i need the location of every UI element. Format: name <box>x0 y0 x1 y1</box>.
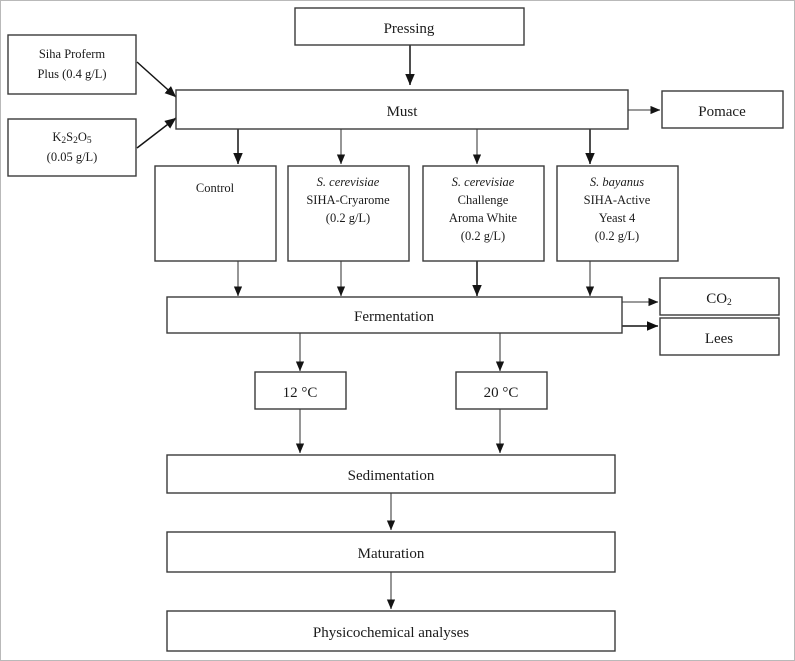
node-analyses-box <box>166 610 616 652</box>
node-byproduct-co2[interactable]: CO2 <box>659 277 780 316</box>
node-treatment-bayanus-box <box>556 165 679 262</box>
node-additive-siha-line1: Siha Proferm <box>39 47 106 61</box>
node-temp-low[interactable]: 12 °C <box>254 371 347 410</box>
node-treatment-bayanus[interactable]: S. bayanus SIHA-Active Yeast 4 (0.2 g/L) <box>556 165 679 262</box>
node-treatment-control-label: Control <box>196 181 235 195</box>
node-additive-k2s2o5-formula: K2S2O5 <box>52 130 92 146</box>
node-treatment-control-box <box>154 165 277 262</box>
node-treatment-aroma-white-species: S. cerevisiae <box>452 175 515 189</box>
node-sedimentation-label: Sedimentation <box>348 468 435 484</box>
node-must-label: Must <box>387 104 419 120</box>
node-pressing-box <box>294 7 525 46</box>
node-additive-k2s2o5-line2: (0.05 g/L) <box>47 150 98 164</box>
node-fermentation-box <box>166 296 623 334</box>
node-treatment-aroma-white-dose: (0.2 g/L) <box>461 229 505 243</box>
node-pomace[interactable]: Pomace <box>661 90 784 129</box>
node-byproduct-lees-label: Lees <box>705 331 733 347</box>
node-byproduct-co2-label: CO2 <box>706 291 732 308</box>
node-byproduct-co2-box <box>659 277 780 316</box>
node-byproduct-lees[interactable]: Lees <box>659 317 780 356</box>
node-treatment-control[interactable]: Control <box>154 165 277 262</box>
node-treatment-cryarome-dose: (0.2 g/L) <box>326 211 370 225</box>
node-treatment-cryarome[interactable]: S. cerevisiae SIHA-Cryarome (0.2 g/L) <box>287 165 410 262</box>
node-treatment-cryarome-box <box>287 165 410 262</box>
node-sedimentation[interactable]: Sedimentation <box>166 454 616 494</box>
node-temp-high-box <box>455 371 548 410</box>
node-must-box <box>175 89 629 130</box>
node-pomace-label: Pomace <box>698 104 746 120</box>
node-additive-siha-box <box>7 34 137 95</box>
node-treatment-bayanus-species: S. bayanus <box>590 175 644 189</box>
node-byproduct-lees-box <box>659 317 780 356</box>
node-sedimentation-box <box>166 454 616 494</box>
node-pomace-box <box>661 90 784 129</box>
node-treatment-bayanus-product2: Yeast 4 <box>599 211 636 225</box>
node-maturation-label: Maturation <box>358 546 425 562</box>
node-maturation-box <box>166 531 616 573</box>
node-pressing[interactable]: Pressing <box>294 7 525 46</box>
node-temp-low-box <box>254 371 347 410</box>
node-additive-k2s2o5-box <box>7 118 137 177</box>
node-temp-high[interactable]: 20 °C <box>455 371 548 410</box>
node-additive-siha-line2: Plus (0.4 g/L) <box>37 67 106 81</box>
node-fermentation[interactable]: Fermentation <box>166 296 623 334</box>
node-treatment-aroma-white-box <box>422 165 545 262</box>
node-maturation[interactable]: Maturation <box>166 531 616 573</box>
node-analyses[interactable]: Physicochemical analyses <box>166 610 616 652</box>
node-temp-high-label: 20 °C <box>484 385 519 401</box>
node-must[interactable]: Must <box>175 89 629 130</box>
node-treatment-aroma-white[interactable]: S. cerevisiae Challenge Aroma White (0.2… <box>422 165 545 262</box>
node-pressing-label: Pressing <box>384 21 435 37</box>
node-treatment-aroma-white-product2: Aroma White <box>449 211 518 225</box>
node-treatment-cryarome-species: S. cerevisiae <box>317 175 380 189</box>
node-treatment-bayanus-dose: (0.2 g/L) <box>595 229 639 243</box>
node-treatment-bayanus-product1: SIHA-Active <box>584 193 651 207</box>
node-fermentation-label: Fermentation <box>354 309 434 325</box>
edge-k2s2o5-to-must <box>136 117 177 149</box>
node-additive-k2s2o5[interactable]: K2S2O5 (0.05 g/L) <box>7 118 137 177</box>
node-additive-siha[interactable]: Siha Proferm Plus (0.4 g/L) <box>7 34 137 95</box>
node-treatment-aroma-white-product1: Challenge <box>458 193 509 207</box>
edge-siha-to-must <box>136 61 177 98</box>
node-temp-low-label: 12 °C <box>283 385 318 401</box>
node-analyses-label: Physicochemical analyses <box>313 625 469 641</box>
node-treatment-cryarome-product: SIHA-Cryarome <box>306 193 390 207</box>
